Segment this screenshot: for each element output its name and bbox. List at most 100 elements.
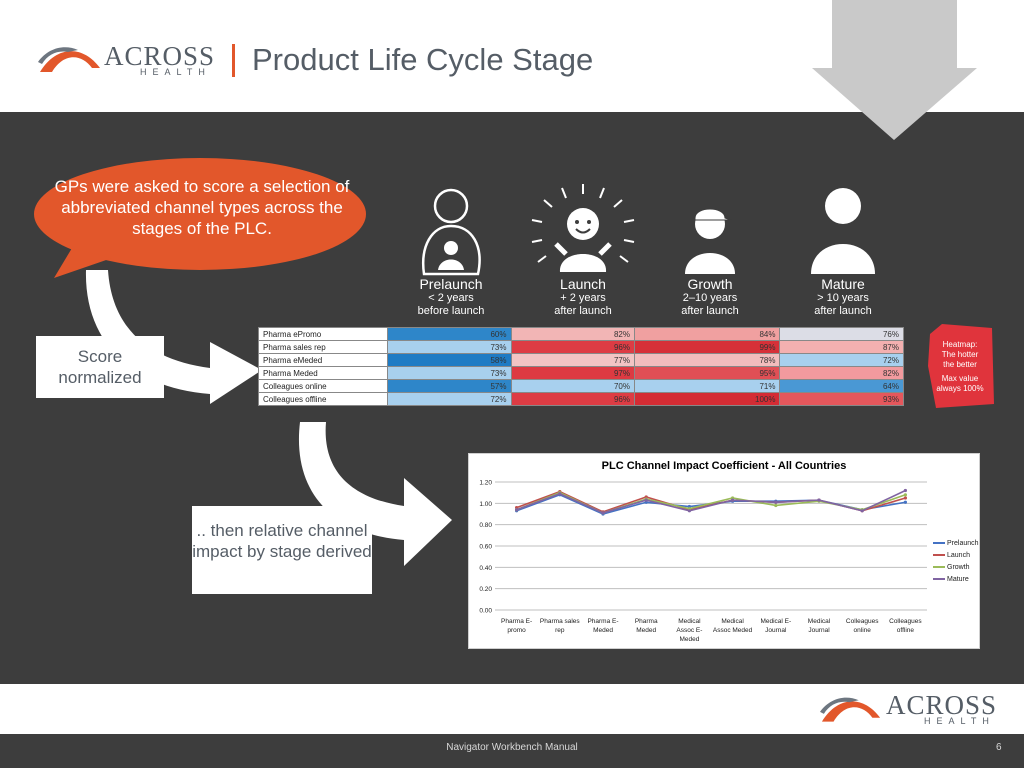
heatmap-cell: 73% bbox=[387, 340, 512, 354]
heatmap-row-label: Pharma sales rep bbox=[258, 340, 388, 354]
y-tick-label: 0.00 bbox=[479, 608, 492, 615]
y-tick-label: 1.20 bbox=[479, 480, 492, 487]
logo-subtext: HEALTH bbox=[140, 67, 211, 77]
note-line: always 100% bbox=[936, 384, 984, 393]
x-tick-label: Medical E- bbox=[760, 618, 791, 625]
data-point bbox=[515, 508, 519, 512]
score-normalized-box: Score normalized bbox=[36, 336, 164, 398]
data-point bbox=[601, 511, 605, 515]
stage-launch: Launch + 2 years after launch bbox=[518, 182, 648, 322]
heatmap-cell: 87% bbox=[779, 340, 904, 354]
series-line bbox=[516, 489, 906, 514]
x-tick-label: Medical bbox=[721, 618, 744, 625]
data-point bbox=[903, 493, 907, 497]
heatmap-cell: 97% bbox=[510, 366, 635, 380]
title-divider bbox=[232, 44, 235, 77]
data-point bbox=[731, 498, 735, 502]
chart-title: PLC Channel Impact Coefficient - All Cou… bbox=[601, 460, 847, 472]
x-tick-label: Assoc E- bbox=[676, 627, 702, 634]
stage-prelaunch: Prelaunch < 2 years before launch bbox=[386, 182, 516, 322]
x-tick-label: Meded bbox=[593, 627, 613, 634]
x-tick-label: Colleagues bbox=[889, 618, 922, 625]
x-tick-label: Meded bbox=[679, 636, 699, 643]
x-tick-label: Pharma E- bbox=[587, 618, 618, 625]
heatmap-note-badge bbox=[928, 324, 994, 408]
data-point bbox=[903, 488, 907, 493]
heatmap-cell: 84% bbox=[633, 327, 781, 341]
heatmap-cell: 82% bbox=[510, 327, 635, 341]
heatmap-row-label: Pharma ePromo bbox=[258, 327, 388, 341]
heatmap-cell: 60% bbox=[387, 327, 512, 341]
stage-period-detail: before launch bbox=[417, 305, 485, 317]
heatmap-row-label: Colleagues online bbox=[258, 379, 388, 393]
heatmap-cell: 95% bbox=[633, 366, 781, 380]
heatmap-cell: 100% bbox=[633, 392, 781, 406]
heatmap-row-label: Pharma Meded bbox=[258, 366, 388, 380]
across-health-logo-footer: ACROSS HEALTH bbox=[820, 690, 1005, 726]
heatmap-cell: 76% bbox=[779, 327, 904, 341]
legend-swatch bbox=[933, 542, 945, 545]
stage-period: < 2 years bbox=[428, 292, 474, 304]
stage-name: Growth bbox=[687, 276, 733, 292]
x-tick-label: Meded bbox=[636, 627, 656, 634]
data-point bbox=[558, 492, 562, 496]
pregnant-figure-icon bbox=[421, 188, 481, 276]
note-line: The hotter bbox=[941, 350, 979, 359]
heatmap-cell: 58% bbox=[387, 353, 512, 367]
down-arrow-icon bbox=[812, 0, 977, 140]
data-point bbox=[860, 509, 864, 513]
across-health-logo: ACROSS HEALTH bbox=[38, 41, 216, 77]
logo-text: ACROSS bbox=[104, 41, 216, 71]
legend-label: Launch bbox=[947, 552, 970, 559]
legend-item: Prelaunch bbox=[933, 538, 993, 550]
legend-swatch bbox=[933, 578, 945, 581]
heatmap-row-label: Colleagues offline bbox=[258, 392, 388, 406]
x-tick-label: Pharma E- bbox=[501, 618, 532, 625]
x-tick-label: Pharma bbox=[635, 618, 658, 625]
data-point bbox=[687, 509, 691, 513]
stage-period-detail: after launch bbox=[814, 305, 872, 317]
heatmap-cell: 72% bbox=[779, 353, 904, 367]
bubble-text: GPs were asked to score a selection of a… bbox=[54, 177, 350, 238]
footer-title: Navigator Workbench Manual bbox=[446, 742, 578, 753]
x-tick-label: Journal bbox=[808, 627, 830, 634]
x-tick-label: Assoc Meded bbox=[713, 627, 753, 634]
stage-period: 2–10 years bbox=[682, 292, 738, 304]
note-line: Max value bbox=[941, 374, 979, 383]
heatmap-cell: 77% bbox=[510, 353, 635, 367]
legend-item: Growth bbox=[933, 562, 993, 574]
stage-name: Mature bbox=[821, 276, 865, 292]
y-tick-label: 0.60 bbox=[479, 544, 492, 551]
speech-bubble bbox=[34, 158, 366, 278]
heatmap-cell: 96% bbox=[510, 340, 635, 354]
page-number: 6 bbox=[996, 742, 1002, 753]
logo-subtext: HEALTH bbox=[924, 716, 995, 726]
stage-period-detail: after launch bbox=[681, 305, 739, 317]
heatmap-cell: 70% bbox=[510, 379, 635, 393]
y-tick-label: 1.00 bbox=[479, 501, 492, 508]
heatmap-row-label: Pharma eMeded bbox=[258, 353, 388, 367]
data-point bbox=[644, 498, 648, 502]
stage-period: > 10 years bbox=[817, 292, 869, 304]
legend-item: Mature bbox=[933, 574, 993, 586]
y-tick-label: 0.80 bbox=[479, 522, 492, 529]
x-tick-label: Medical bbox=[678, 618, 701, 625]
footer: Navigator Workbench Manual 6 bbox=[0, 734, 1024, 768]
legend-label: Mature bbox=[947, 576, 969, 583]
data-point bbox=[903, 496, 907, 500]
x-tick-label: Journal bbox=[765, 627, 787, 634]
stage-period: + 2 years bbox=[560, 292, 606, 304]
legend-item: Launch bbox=[933, 550, 993, 562]
y-tick-label: 0.40 bbox=[479, 565, 492, 572]
impact-coefficient-chart: PLC Channel Impact Coefficient - All Cou… bbox=[468, 453, 980, 649]
x-tick-label: online bbox=[854, 627, 872, 634]
y-tick-label: 0.20 bbox=[479, 586, 492, 593]
